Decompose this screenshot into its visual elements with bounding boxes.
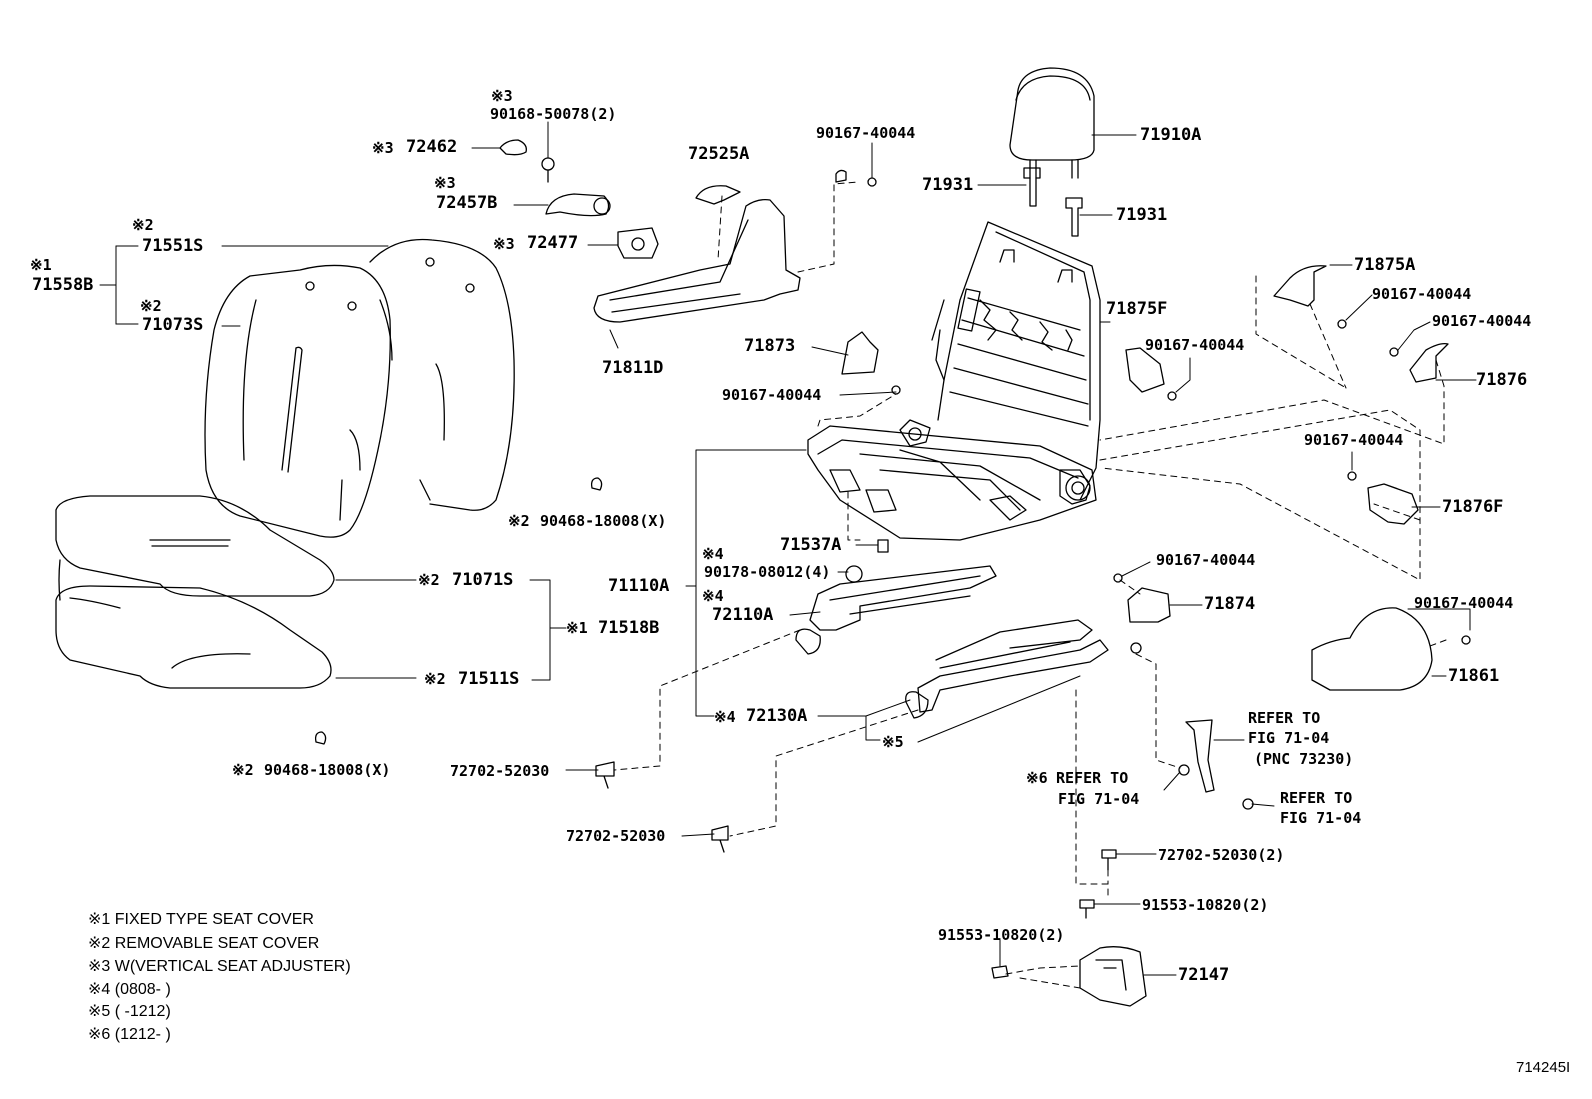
mark-2-71551S: ※2 (132, 216, 154, 234)
mark-2-90468-lower: ※2 (232, 761, 254, 779)
ref-fig-2: FIG 71-04 (1058, 790, 1140, 808)
part-71875F: 71875F (1106, 299, 1168, 319)
part-71910A: 71910A (1140, 125, 1202, 145)
part-90167-40044-71875A: 90167-40044 (1372, 285, 1472, 303)
part-90167-40044-top: 90167-40044 (816, 124, 916, 142)
seatback-covers-drawing (205, 239, 514, 537)
part-71558B: 71558B (32, 275, 94, 295)
part-90167-40044-71876F: 90167-40044 (1304, 431, 1404, 449)
guide-lines-dashed (614, 182, 1446, 988)
mark-2-90468-upper: ※2 (508, 512, 530, 530)
part-72702-52030-c: 72702-52030(2) (1158, 846, 1285, 864)
mark-2-71511S: ※2 (424, 670, 446, 688)
mark-2-71071S: ※2 (418, 571, 440, 589)
mark-1-71518B: ※1 (566, 619, 588, 637)
part-72525A: 72525A (688, 144, 750, 164)
part-90168-50078: 90168-50078(2) (490, 105, 617, 123)
adjuster-parts-drawing (500, 140, 878, 374)
part-71873: 71873 (744, 336, 796, 356)
part-90468-18008-lower: 90468-18008(X) (264, 761, 391, 779)
cushion-frame-drawing (808, 420, 1096, 540)
mark-4-90178: ※4 (702, 545, 724, 563)
seat-tracks-drawing (796, 566, 1141, 718)
part-90167-40044-71861: 90167-40044 (1414, 594, 1514, 612)
part-71876: 71876 (1476, 370, 1528, 390)
legend-item: ※3 W(VERTICAL SEAT ADJUSTER) (88, 958, 351, 975)
mark-5-tracks: ※5 (882, 733, 904, 751)
part-71876F: 71876F (1442, 497, 1504, 517)
part-91553-10820-b: 91553-10820(2) (938, 926, 1065, 944)
mark-3-72477: ※3 (493, 235, 515, 253)
part-90468-18008-upper: 90468-18008(X) (540, 512, 667, 530)
part-72702-52030-b: 72702-52030 (566, 827, 666, 845)
part-72147: 72147 (1178, 965, 1230, 985)
part-71875A: 71875A (1354, 255, 1416, 275)
part-72462: 72462 (406, 137, 458, 157)
part-91553-10820-a: 91553-10820(2) (1142, 896, 1269, 914)
part-72702-52030-a: 72702-52030 (450, 762, 550, 780)
headrest-drawing (1010, 68, 1094, 236)
seatback-frame-drawing (932, 222, 1100, 504)
ref-refer-to-2: REFER TO (1056, 769, 1129, 787)
ref-fig-3: FIG 71-04 (1280, 809, 1362, 827)
bracket-parts-drawing (1126, 266, 1448, 690)
mark-3-72457B: ※3 (434, 174, 456, 192)
part-90178-08012: 90178-08012(4) (704, 563, 831, 581)
ref-fig-1: FIG 71-04 (1248, 729, 1330, 747)
diagram-id: 714245I (1516, 1059, 1571, 1076)
leader-lines (100, 122, 1476, 975)
part-71861: 71861 (1448, 666, 1500, 686)
mark-4-72130A: ※4 (714, 708, 736, 726)
part-71551S: 71551S (142, 236, 204, 256)
legend-item: ※4 (0808- ) (88, 981, 171, 998)
mark-4-72110A: ※4 (702, 587, 724, 605)
part-71931-upper: 71931 (922, 175, 974, 195)
part-90167-40044-71873: 90167-40044 (722, 386, 822, 404)
part-72477: 72477 (527, 233, 579, 253)
cushion-covers-drawing (56, 496, 334, 688)
legend-item: ※5 ( -1212) (88, 1003, 171, 1020)
legend-item: ※1 FIXED TYPE SEAT COVER (88, 911, 314, 928)
part-90167-40044-71874: 90167-40044 (1156, 551, 1256, 569)
fasteners-drawing (316, 178, 1470, 1006)
part-72130A: 72130A (746, 706, 808, 726)
part-72110A: 72110A (712, 605, 774, 625)
mark-3-72462: ※3 (372, 139, 394, 157)
part-90167-40044-71875F: 90167-40044 (1145, 336, 1245, 354)
part-71931-lower: 71931 (1116, 205, 1168, 225)
mark-6-refer: ※6 (1026, 769, 1048, 787)
part-71811D: 71811D (602, 358, 664, 378)
part-71071S: 71071S (452, 570, 514, 590)
mark-3-90168: ※3 (491, 87, 513, 105)
part-71110A: 71110A (608, 576, 670, 596)
ref-pnc: (PNC 73230) (1254, 750, 1354, 768)
part-71537A: 71537A (780, 535, 842, 555)
legend-item: ※6 (1212- ) (88, 1026, 171, 1043)
part-90167-40044-71876: 90167-40044 (1432, 312, 1532, 330)
part-71511S: 71511S (458, 669, 520, 689)
part-71518B: 71518B (598, 618, 660, 638)
legend-item: ※2 REMOVABLE SEAT COVER (88, 935, 320, 952)
part-72457B: 72457B (436, 193, 498, 213)
part-71073S: 71073S (142, 315, 204, 335)
part-71874: 71874 (1204, 594, 1256, 614)
ref-refer-to-3: REFER TO (1280, 789, 1353, 807)
mark-2-71073S: ※2 (140, 297, 162, 315)
mark-1-71558B: ※1 (30, 256, 52, 274)
ref-refer-to-1: REFER TO (1248, 709, 1321, 727)
